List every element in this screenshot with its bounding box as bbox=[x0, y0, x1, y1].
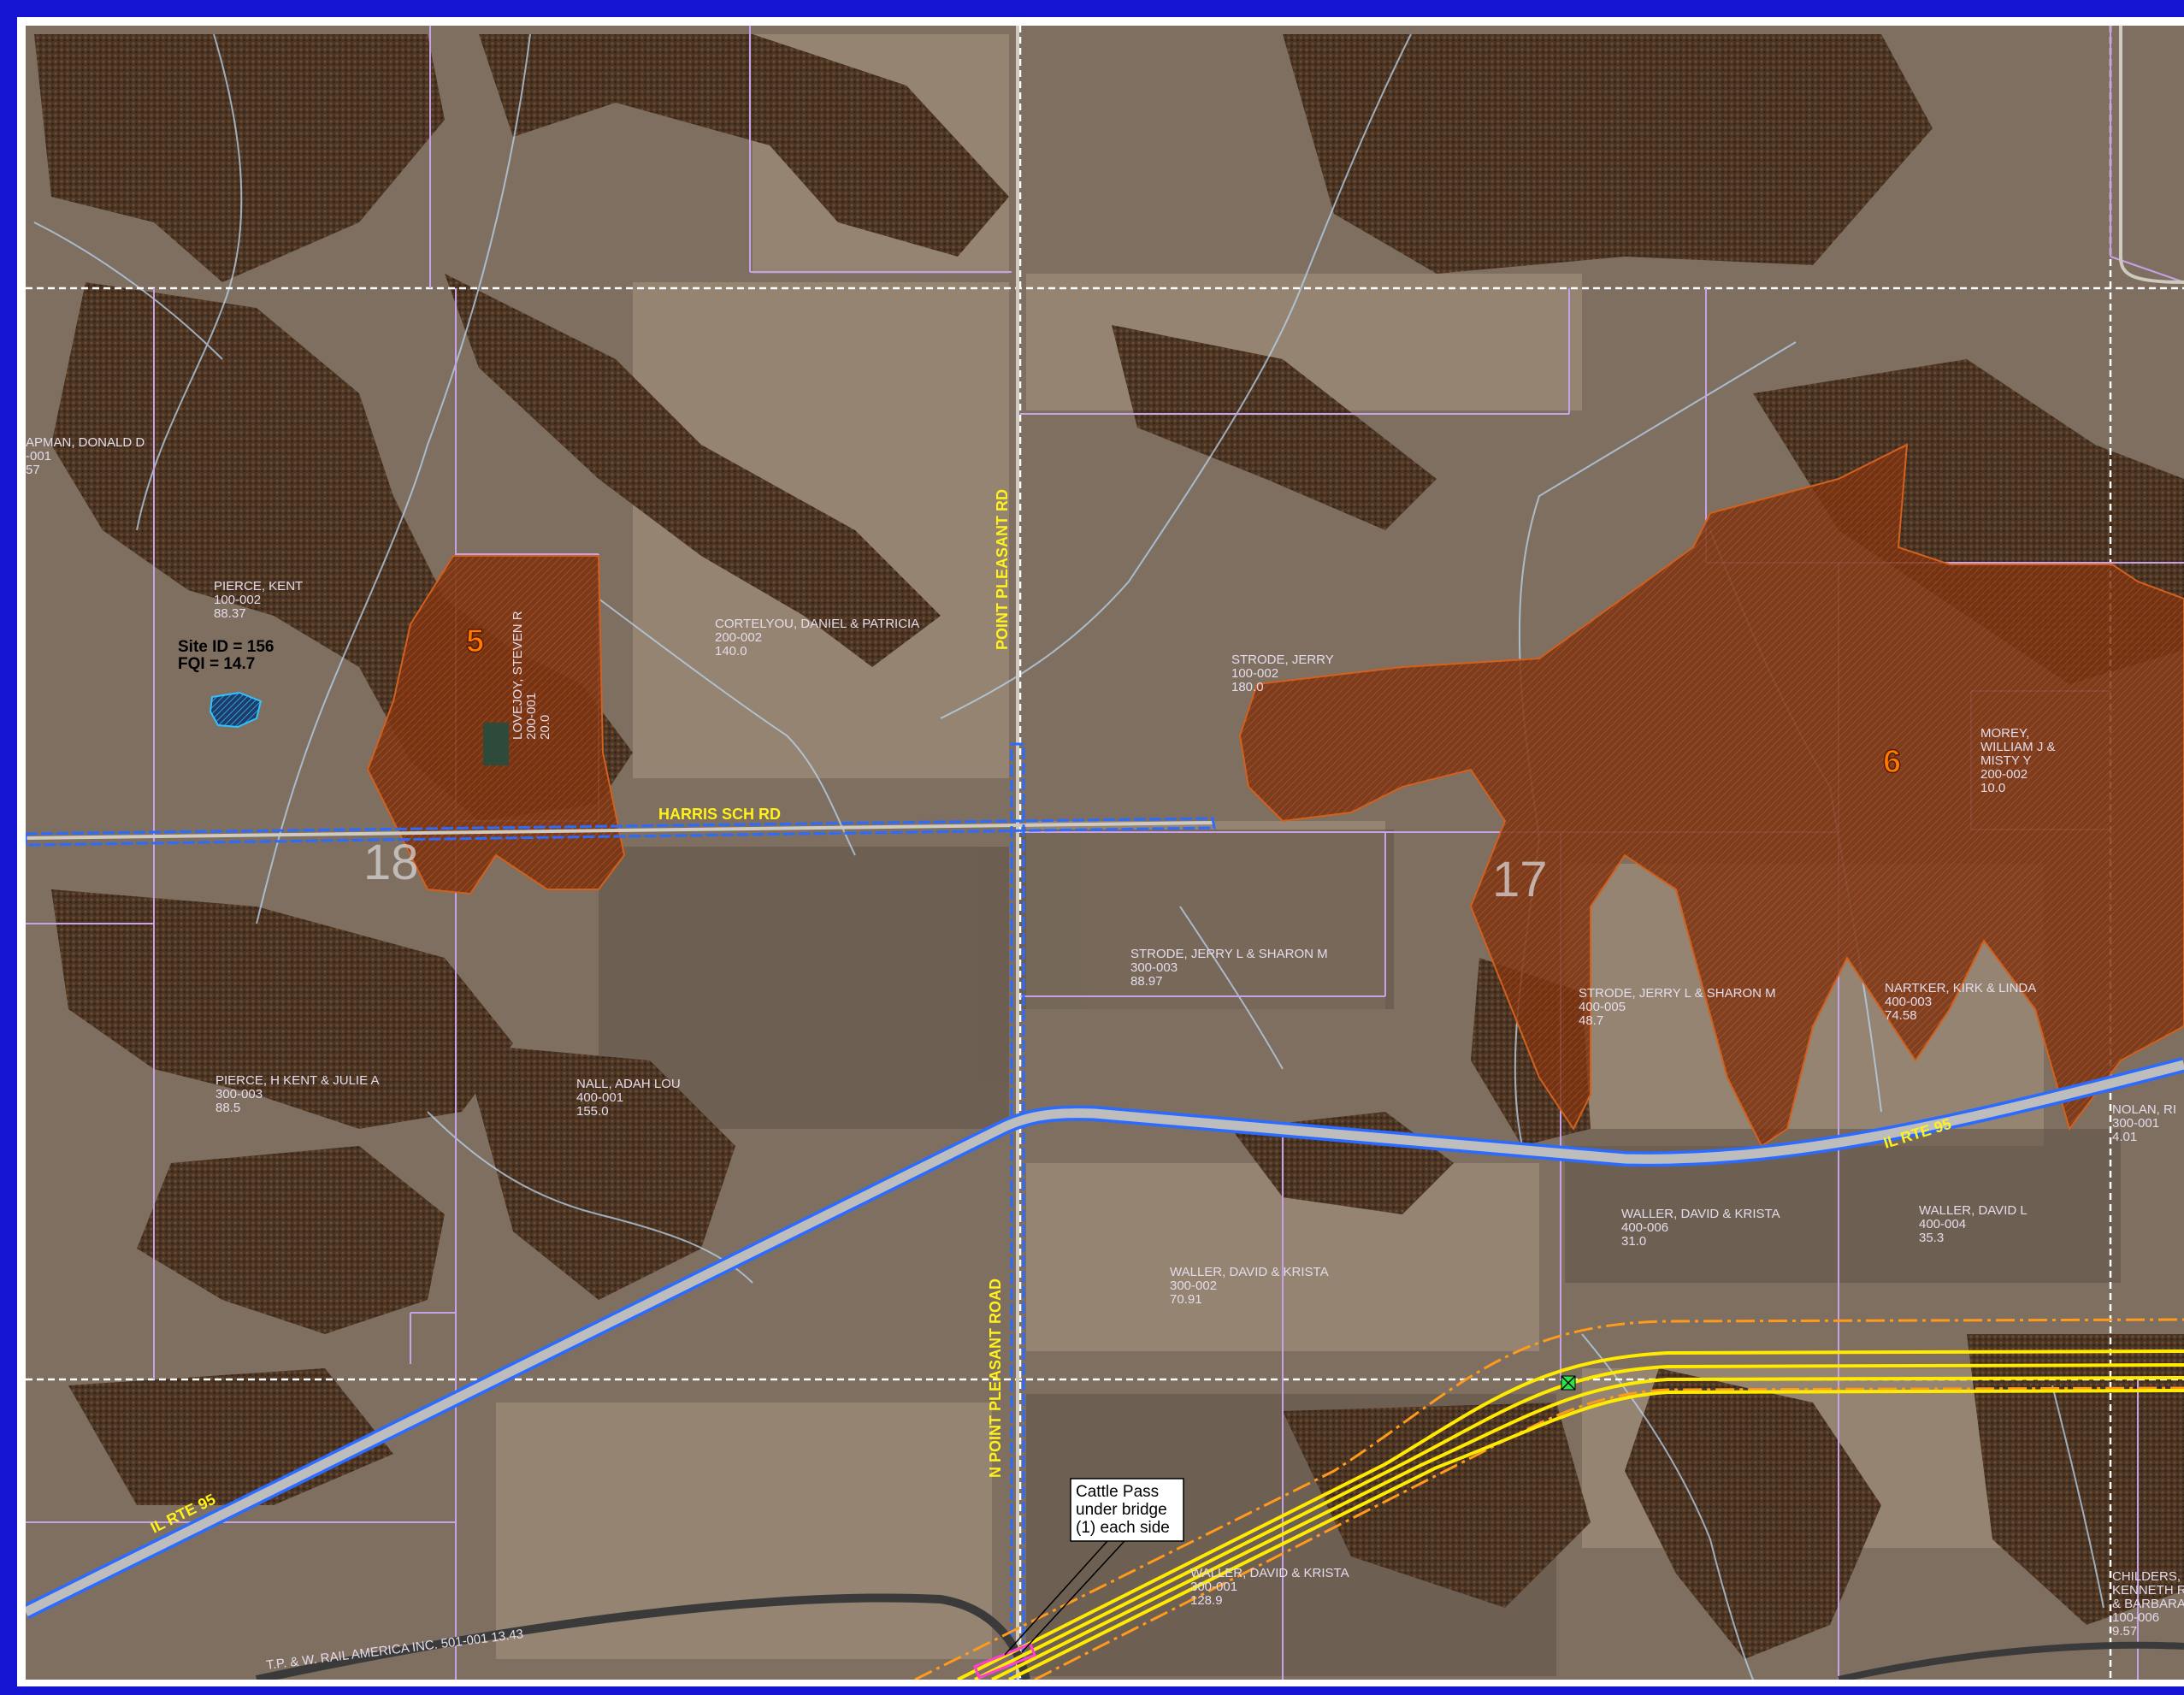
local-roads bbox=[26, 26, 2184, 1680]
crossing-marker bbox=[1561, 1375, 1576, 1391]
railroad bbox=[255, 1593, 1030, 1680]
road-label-point-pleasant-rd: POINT PLEASANT RD bbox=[994, 489, 1011, 650]
site-number-6[interactable]: 6 bbox=[1882, 743, 1902, 781]
highway-outlines bbox=[26, 742, 1216, 1680]
pond bbox=[483, 723, 509, 765]
section-number-17: 17 bbox=[1492, 852, 1548, 907]
callout-line-2: under bridge bbox=[1076, 1501, 1167, 1519]
callout-line-3: (1) each side bbox=[1076, 1519, 1170, 1537]
road-label-n-point-pleasant-road: N POINT PLEASANT ROAD bbox=[987, 1279, 1004, 1478]
callout-leader-2 bbox=[1021, 1540, 1125, 1653]
site-156-area[interactable] bbox=[209, 691, 263, 729]
study-site-6[interactable] bbox=[1238, 443, 2184, 1148]
road-label-harris-sch-rd: HARRIS SCH RD bbox=[658, 806, 781, 823]
il-rte-95-pavement bbox=[26, 1060, 2184, 1616]
cattle-pass-callout: Cattle Pass under bridge (1) each side bbox=[1004, 1478, 1184, 1656]
proposed-route bbox=[957, 1350, 2184, 1680]
section-number-18: 18 bbox=[363, 835, 419, 890]
proposed-route-buffer bbox=[914, 1318, 2184, 1680]
parcel-label: LOVEJOY, STEVEN R200-00120.0 bbox=[511, 611, 552, 740]
callout-box bbox=[1070, 1478, 1184, 1542]
railroad-2 bbox=[1838, 1641, 2184, 1680]
site-number-5[interactable]: 5 bbox=[465, 623, 485, 660]
callout-line-1: Cattle Pass bbox=[1076, 1483, 1159, 1501]
cattle-pass-bridges bbox=[972, 1642, 1037, 1680]
callout-leader-1 bbox=[1004, 1540, 1108, 1656]
fqi-label: FQI = 14.7 bbox=[178, 655, 255, 673]
site-id-label: Site ID = 156 bbox=[178, 638, 274, 656]
